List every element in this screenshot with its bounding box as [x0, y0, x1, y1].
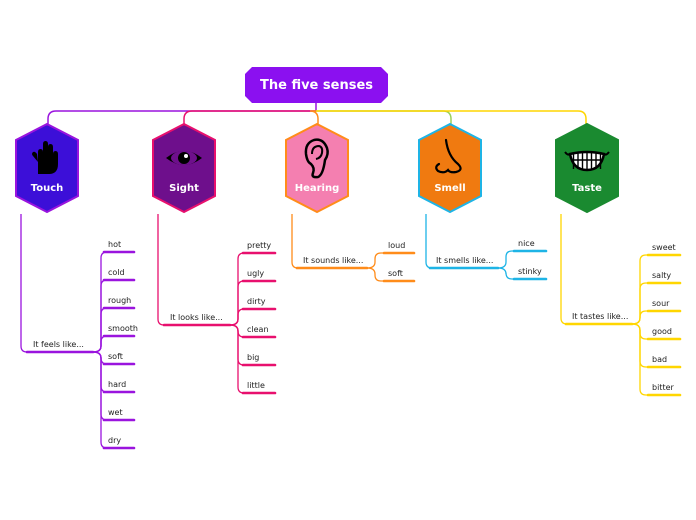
item-sight-little[interactable]: little	[247, 381, 265, 390]
hex-smell[interactable]	[418, 122, 482, 214]
branch-taste	[316, 110, 587, 124]
item-sight-ugly[interactable]: ugly	[247, 269, 265, 278]
item-touch-cold[interactable]: cold	[108, 268, 125, 277]
item-touch-smooth[interactable]: smooth	[108, 324, 138, 333]
root-node[interactable]	[245, 67, 388, 103]
item-link-touch-7	[92, 351, 108, 449]
nose-icon	[435, 138, 462, 174]
item-hearing-soft[interactable]: soft	[388, 269, 403, 278]
hex-label-taste: Taste	[572, 183, 602, 194]
subtree-line-taste	[560, 214, 632, 325]
item-touch-hot[interactable]: hot	[108, 240, 122, 249]
subtree-line-sight	[157, 214, 230, 326]
eye-icon	[166, 151, 202, 165]
hex-label-sight: Sight	[169, 183, 199, 194]
item-taste-sour[interactable]: sour	[652, 299, 670, 308]
hex-hearing[interactable]	[285, 122, 349, 214]
item-link-smell-0	[497, 250, 516, 269]
branch-sight	[183, 110, 316, 124]
item-link-hearing-1	[366, 267, 386, 282]
item-touch-soft[interactable]: soft	[108, 352, 123, 361]
item-link-touch-1	[92, 279, 108, 353]
item-touch-hard[interactable]: hard	[108, 380, 127, 389]
item-taste-bad[interactable]: bad	[652, 355, 668, 364]
item-sight-clean[interactable]: clean	[247, 325, 269, 334]
item-link-touch-2	[92, 307, 108, 353]
ear-icon	[304, 138, 329, 179]
item-taste-bitter[interactable]: bitter	[652, 383, 674, 392]
connector-hearing[interactable]: It sounds like...	[303, 256, 364, 265]
item-sight-pretty[interactable]: pretty	[247, 241, 272, 250]
connector-sight[interactable]: It looks like...	[170, 313, 223, 322]
item-taste-salty[interactable]: salty	[652, 271, 672, 280]
item-taste-sweet[interactable]: sweet	[652, 243, 676, 252]
item-link-taste-1	[631, 282, 650, 325]
branch-hearing	[309, 110, 319, 124]
item-link-touch-6	[92, 351, 108, 421]
mouth-icon	[564, 150, 610, 172]
item-link-taste-4	[631, 323, 650, 368]
connector-touch[interactable]: It feels like...	[33, 340, 84, 349]
item-link-taste-2	[631, 310, 650, 325]
hex-sight[interactable]	[152, 122, 216, 214]
item-link-taste-5	[631, 323, 650, 396]
connector-smell[interactable]: It smells like...	[436, 256, 494, 265]
item-touch-wet[interactable]: wet	[108, 408, 123, 417]
root-title: The five senses	[259, 77, 374, 93]
item-smell-nice[interactable]: nice	[518, 239, 535, 248]
item-link-touch-5	[92, 351, 108, 393]
item-hearing-loud[interactable]: loud	[388, 241, 406, 250]
hex-label-smell: Smell	[434, 183, 466, 194]
subtree-line-touch	[20, 214, 93, 353]
branch-smell	[316, 110, 452, 124]
root-branches	[47, 103, 587, 124]
branch-touch	[47, 103, 317, 124]
connector-taste[interactable]: It tastes like...	[572, 312, 629, 321]
item-touch-rough[interactable]: rough	[108, 296, 132, 305]
item-link-touch-3	[92, 335, 108, 353]
hand-icon	[32, 141, 58, 174]
item-sight-dirty[interactable]: dirty	[247, 297, 266, 306]
item-link-smell-1	[497, 267, 516, 280]
item-link-hearing-0	[366, 252, 386, 269]
item-link-taste-3	[631, 323, 650, 340]
item-sight-big[interactable]: big	[247, 353, 260, 362]
hex-label-touch: Touch	[30, 183, 64, 194]
hex-label-hearing: Hearing	[294, 183, 340, 194]
item-taste-good[interactable]: good	[652, 327, 672, 336]
item-link-sight-5	[229, 324, 245, 394]
item-touch-dry[interactable]: dry	[108, 436, 122, 445]
item-smell-stinky[interactable]: stinky	[518, 267, 542, 276]
